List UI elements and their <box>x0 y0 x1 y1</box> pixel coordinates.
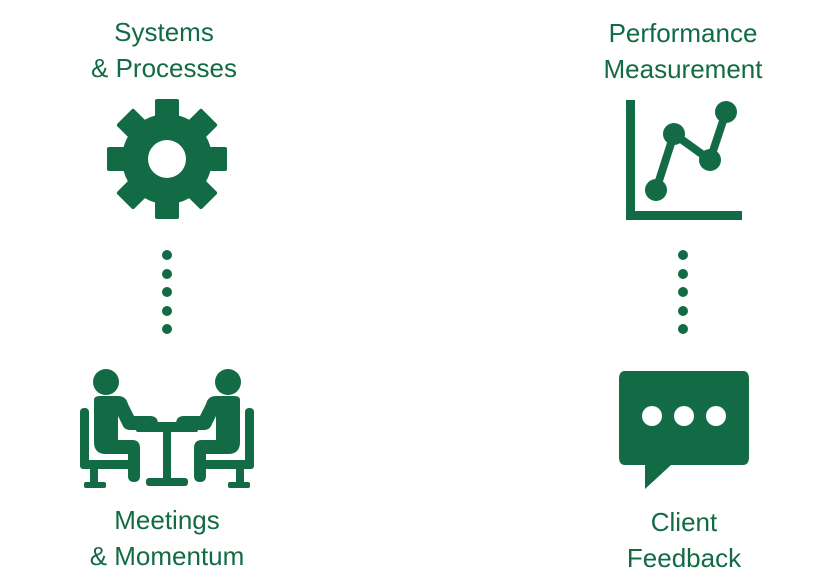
connector-dot <box>162 268 172 279</box>
connector-dot <box>162 250 172 260</box>
label-client-feedback: Client Feedback <box>584 504 784 576</box>
connector-dot <box>162 287 172 297</box>
label-performance-line1: Performance <box>608 18 758 48</box>
connector-dot <box>678 305 688 316</box>
gear-icon <box>106 98 228 220</box>
chat-bubble-icon <box>617 371 751 491</box>
connector-dot <box>678 250 688 260</box>
label-meetings-line1: Meetings <box>114 505 220 535</box>
label-feedback-line2: Feedback <box>626 543 742 573</box>
label-feedback-line1: Client <box>650 507 718 537</box>
connector-dot <box>678 287 688 297</box>
label-performance-line2: Measurement <box>603 54 763 84</box>
connector-dots-left <box>161 250 173 343</box>
label-systems-processes: Systems & Processes <box>64 14 264 86</box>
label-meetings-momentum: Meetings & Momentum <box>64 502 270 574</box>
label-systems-line1: Systems <box>114 17 214 47</box>
label-performance-measurement: Performance Measurement <box>583 15 783 87</box>
connector-dots-right <box>677 250 689 343</box>
connector-dot <box>678 268 688 279</box>
connector-dot <box>162 324 172 334</box>
line-chart-icon <box>624 100 748 222</box>
connector-dot <box>678 324 688 334</box>
meeting-table-icon <box>78 368 256 490</box>
label-systems-line2: & Processes <box>91 53 237 83</box>
label-meetings-line2: & Momentum <box>89 541 245 571</box>
connector-dot <box>162 305 172 316</box>
